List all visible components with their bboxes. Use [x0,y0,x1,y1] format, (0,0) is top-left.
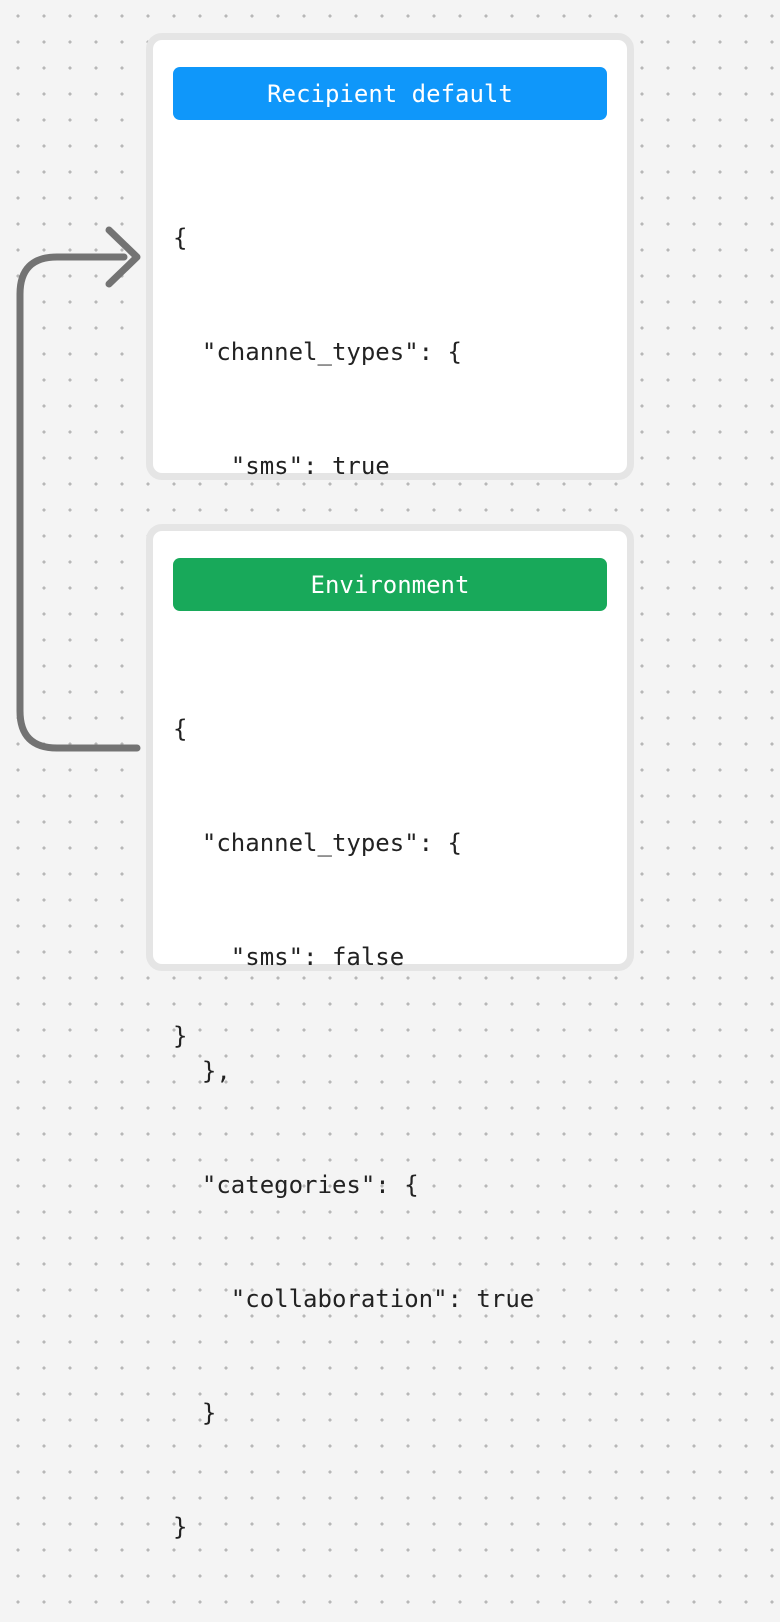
recipient-default-card: Recipient default { "channel_types": { "… [146,33,634,1050]
code-line: "collaboration": true [173,1285,535,1313]
environment-json-code: { "channel_types": { "sms": false }, "ca… [173,634,607,1622]
code-line: "sms": true [173,452,390,480]
code-line: "categories": { [173,1171,419,1199]
code-line: "channel_types": { [173,829,462,857]
diagram-canvas: { "colors": { "background": "#f4f4f4", "… [0,0,780,1541]
code-line: "channel_types": { [173,338,462,366]
code-line: } [173,1513,188,1541]
code-line: "sms": false [173,943,405,971]
recipient-default-header: Recipient default [173,67,607,120]
flow-arrowhead-icon [105,226,141,288]
flow-arrow-line [16,253,141,752]
code-line: } [173,1399,217,1427]
code-line: }, [173,1057,231,1085]
environment-card: Environment { "channel_types": { "sms": … [146,524,634,1541]
code-line: { [173,224,188,252]
code-line: { [173,715,188,743]
environment-header: Environment [173,558,607,611]
